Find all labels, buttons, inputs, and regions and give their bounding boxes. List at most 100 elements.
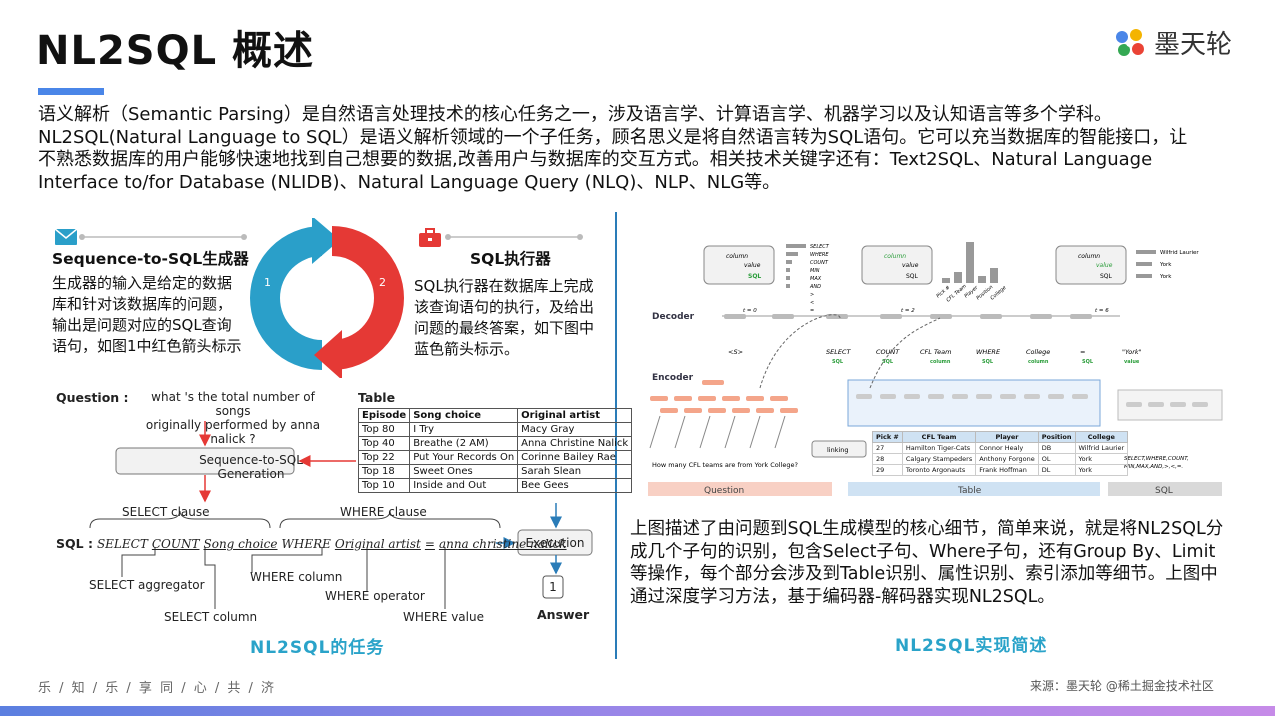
left-caption: NL2SQL的任务: [250, 638, 385, 658]
cycle-arc-blue: [250, 226, 322, 370]
timestep-label: t = 6: [1095, 308, 1109, 314]
table-cell: Frank Hoffman: [975, 464, 1039, 476]
decoder-token-type: SQL: [832, 359, 844, 365]
footer-slogan: 乐 / 知 / 乐 / 享 同 / 心 / 共 / 济: [38, 681, 276, 696]
timestep-label: t = 2: [901, 308, 915, 314]
keyword-item: MIN: [810, 268, 820, 274]
page-title: NL2SQL 概述: [36, 28, 315, 74]
value-item: York: [1159, 262, 1172, 268]
encoder-fanout: [649, 415, 786, 449]
sql-token: Song choice: [203, 537, 278, 551]
logo-icon: [1116, 28, 1144, 56]
right-caption: NL2SQL实现简述: [895, 636, 1048, 656]
table-cell: York: [1074, 453, 1129, 465]
song-table: Episode Song choice Original artist Top …: [357, 408, 633, 493]
table-cell: Toronto Argonauts: [901, 464, 977, 476]
keyword-bars: [786, 244, 806, 288]
logo-text: 墨天轮: [1154, 30, 1233, 60]
pointer-line: [251, 547, 323, 573]
encoder-cells: [650, 380, 798, 413]
table-cell: DL: [1037, 464, 1076, 476]
table-cell: York: [1074, 464, 1129, 476]
generation-box: [115, 447, 295, 475]
table-cell: DB: [1037, 442, 1076, 454]
decoder-token-type: value: [1124, 359, 1140, 365]
table-cell: Inside and Out: [409, 478, 519, 493]
cycle-label-2: 2: [379, 276, 386, 289]
decoder-token: <S>: [728, 348, 743, 356]
nl2sql-task-figure: [89, 421, 593, 609]
value-bars: [1136, 250, 1156, 278]
footer-source: 来源：墨天轮 @稀土掘金技术社区: [1030, 679, 1214, 693]
title-underline: [38, 88, 104, 95]
table-encoder-box: [847, 379, 1101, 427]
where-column-label: WHERE column: [250, 570, 343, 584]
keyword-item: COUNT: [810, 260, 829, 266]
table-header: CFL Team: [901, 431, 977, 443]
switch-box: [1055, 245, 1127, 285]
pointer-line: [121, 547, 156, 577]
decoder-token: "York": [1122, 348, 1142, 356]
switch-value-label: value: [1096, 262, 1113, 269]
cycle-arc-red: [332, 226, 404, 370]
select-clause-label: SELECT clause: [122, 505, 210, 519]
sql-vocab-line: SELECT,WHERE,COUNT,: [1124, 456, 1189, 462]
switch-box: [703, 245, 775, 285]
cycle-label-1: 1: [264, 276, 271, 289]
table-cell: OL: [1037, 453, 1076, 465]
table-row: 28 Calgary Stampeders Anthony Forgone OL…: [872, 453, 1129, 465]
intro-paragraph: 语义解析（Semantic Parsing）是自然语言处理技术的核心任务之一，涉…: [38, 104, 1238, 194]
value-item: Wilfrid Laurier: [1160, 250, 1199, 256]
keyword-item: =: [810, 308, 814, 314]
keyword-item: <: [810, 300, 814, 306]
decoder-token: SELECT: [826, 348, 851, 356]
band-table-label: Table: [957, 486, 982, 496]
table-cell: 29: [872, 464, 903, 476]
execution-box-label: Execution: [525, 536, 585, 550]
table-row: 29 Toronto Argonauts Frank Hoffman DL Yo…: [872, 464, 1129, 476]
sql-line: SQL : SELECT COUNT Song choice WHERE Ori…: [56, 536, 567, 551]
executor-text: SQL执行器在数据库上完成该查询语句的执行，及给出问题的最终答案，如下图中蓝色箭…: [414, 277, 595, 358]
table-cell: Hamilton Tiger-Cats: [901, 442, 977, 454]
executor-title: SQL执行器: [470, 250, 551, 268]
intro-line: 语义解析（Semantic Parsing）是自然语言处理技术的核心任务之一，涉…: [38, 104, 1112, 125]
keyword-item: WHERE: [810, 252, 829, 258]
table-label: Table: [358, 390, 396, 405]
timestep-label: t = 0: [743, 308, 757, 314]
sql-vocab-text: SELECT,WHERE,COUNT, MIN,MAX,AND,>,<,=.: [1124, 456, 1189, 470]
execution-box: [517, 529, 593, 556]
bottom-gradient-bar: [0, 706, 1275, 716]
attention-curve: [869, 317, 941, 389]
band-sql-label: SQL: [1155, 486, 1173, 496]
select-column-label: SELECT column: [164, 610, 258, 624]
value-item: York: [1159, 274, 1172, 280]
decoder-token: COUNT: [876, 348, 900, 356]
decoder-token-type: column: [930, 359, 951, 365]
band-question-label: Question: [704, 486, 744, 496]
linking-label: linking: [827, 446, 849, 454]
attention-curve: [759, 314, 841, 389]
right-description: 上图描述了由问题到SQL生成模型的核心细节，简单来说，就是将NL2SQL分成几个…: [630, 519, 1224, 607]
decoder-token: College: [1026, 348, 1050, 356]
decoder-token-type: SQL: [982, 359, 994, 365]
sql-token: Original artist: [334, 537, 421, 551]
sql-token: WHERE: [281, 537, 331, 551]
band-sql: [1108, 482, 1222, 496]
where-clause-label: WHERE clause: [340, 505, 427, 519]
intro-line: 不熟悉数据库的用户能够快速地找到自己想要的数据,改善用户与数据库的交互方式。相关…: [38, 149, 1153, 170]
table-cell: 27: [872, 442, 903, 454]
sql-token: =: [424, 537, 435, 551]
switch-box: [861, 245, 933, 285]
histogram-labels: Pick # CFL Team Player Position College: [935, 283, 1007, 303]
select-aggregator-label: SELECT aggregator: [89, 578, 205, 592]
where-operator-label: WHERE operator: [325, 589, 425, 603]
generator-title: Sequence-to-SQL生成器: [52, 250, 249, 268]
cycle-arrow-blue: [312, 218, 340, 264]
decoder-token-types: SQL SQL column SQL column SQL value: [832, 359, 1140, 365]
intro-line: Interface to/for Database (NLIDB)、Natura…: [38, 171, 781, 193]
decoder-token: =: [1080, 348, 1085, 356]
band-table: [848, 482, 1100, 496]
connector-line-icon: [79, 234, 247, 240]
question-label: Question :: [56, 390, 129, 405]
